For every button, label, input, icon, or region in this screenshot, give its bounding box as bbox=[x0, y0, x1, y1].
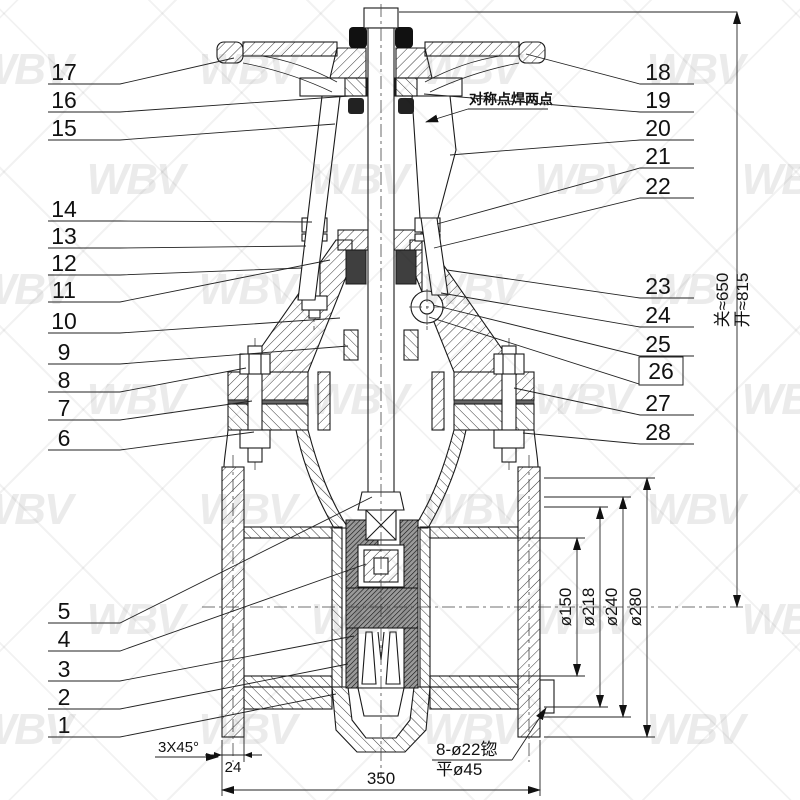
callout-1: 1 bbox=[58, 712, 71, 738]
callout-18: 18 bbox=[645, 59, 671, 85]
dim-chamfer: 3X45° bbox=[158, 739, 199, 756]
callout-13: 13 bbox=[51, 223, 77, 249]
callout-9: 9 bbox=[58, 339, 71, 365]
handwheel-hub bbox=[329, 47, 367, 79]
callout-27: 27 bbox=[645, 390, 671, 416]
callout-22: 22 bbox=[645, 173, 671, 199]
callout-21: 21 bbox=[645, 143, 671, 169]
callout-7: 7 bbox=[58, 395, 71, 421]
callout-15: 15 bbox=[51, 115, 77, 141]
dim-open-height: 开≈815 bbox=[733, 273, 752, 328]
bonnet-gasket bbox=[227, 399, 309, 405]
callout-16: 16 bbox=[51, 87, 77, 113]
callout-26-box bbox=[638, 356, 684, 386]
callout-5: 5 bbox=[58, 598, 71, 624]
callout-28: 28 bbox=[645, 419, 671, 445]
callout-4: 4 bbox=[58, 626, 71, 652]
callout-26: 26 bbox=[648, 358, 674, 384]
callout-19: 19 bbox=[645, 87, 671, 113]
callout-8: 8 bbox=[58, 367, 71, 393]
bonnet-bolts bbox=[239, 338, 525, 470]
callout-leaders bbox=[48, 53, 694, 738]
callout-6: 6 bbox=[58, 425, 71, 451]
callout-24: 24 bbox=[645, 302, 671, 328]
hub-seal bbox=[349, 27, 367, 48]
yoke bbox=[297, 77, 463, 301]
dim-flange-thickness: 24 bbox=[225, 759, 242, 776]
callout-25: 25 bbox=[645, 331, 671, 357]
dim-raised-face: ø218 bbox=[579, 588, 598, 627]
handwheel bbox=[216, 27, 546, 93]
valve-body bbox=[221, 371, 555, 753]
dim-flange-od: ø280 bbox=[626, 588, 645, 627]
dim-face-to-face: 350 bbox=[367, 769, 395, 788]
callout-23: 23 bbox=[645, 273, 671, 299]
callout-2: 2 bbox=[58, 684, 71, 710]
centerlines bbox=[202, 4, 746, 778]
callout-11: 11 bbox=[52, 277, 76, 303]
dim-closed-height: 关≈650 bbox=[713, 273, 732, 328]
stem-nut bbox=[344, 77, 368, 97]
callout-3: 3 bbox=[58, 656, 71, 682]
callout-12: 12 bbox=[51, 250, 77, 276]
callout-14: 14 bbox=[51, 196, 77, 222]
flange-bolt-hole bbox=[539, 679, 555, 714]
packing bbox=[345, 249, 367, 285]
dim-bolt-circle: ø240 bbox=[602, 588, 621, 627]
callout-17: 17 bbox=[51, 59, 77, 85]
gland-follower bbox=[337, 229, 369, 251]
wedge-gate bbox=[345, 509, 419, 717]
dimensions: ø150 ø218 ø240 ø280 关≈650 开≈815 350 24 bbox=[155, 11, 752, 796]
callout-20: 20 bbox=[645, 115, 671, 141]
thrust-bearing bbox=[348, 98, 364, 114]
dim-bolt-holes: 8-ø22锪 bbox=[436, 740, 497, 759]
callout-10: 10 bbox=[51, 308, 77, 334]
dim-bore: ø150 bbox=[556, 588, 575, 627]
dim-spot-face: 平ø45 bbox=[436, 760, 482, 779]
callout-numbers: 17 16 15 14 13 12 11 10 9 8 7 6 5 4 3 2 … bbox=[51, 59, 674, 738]
